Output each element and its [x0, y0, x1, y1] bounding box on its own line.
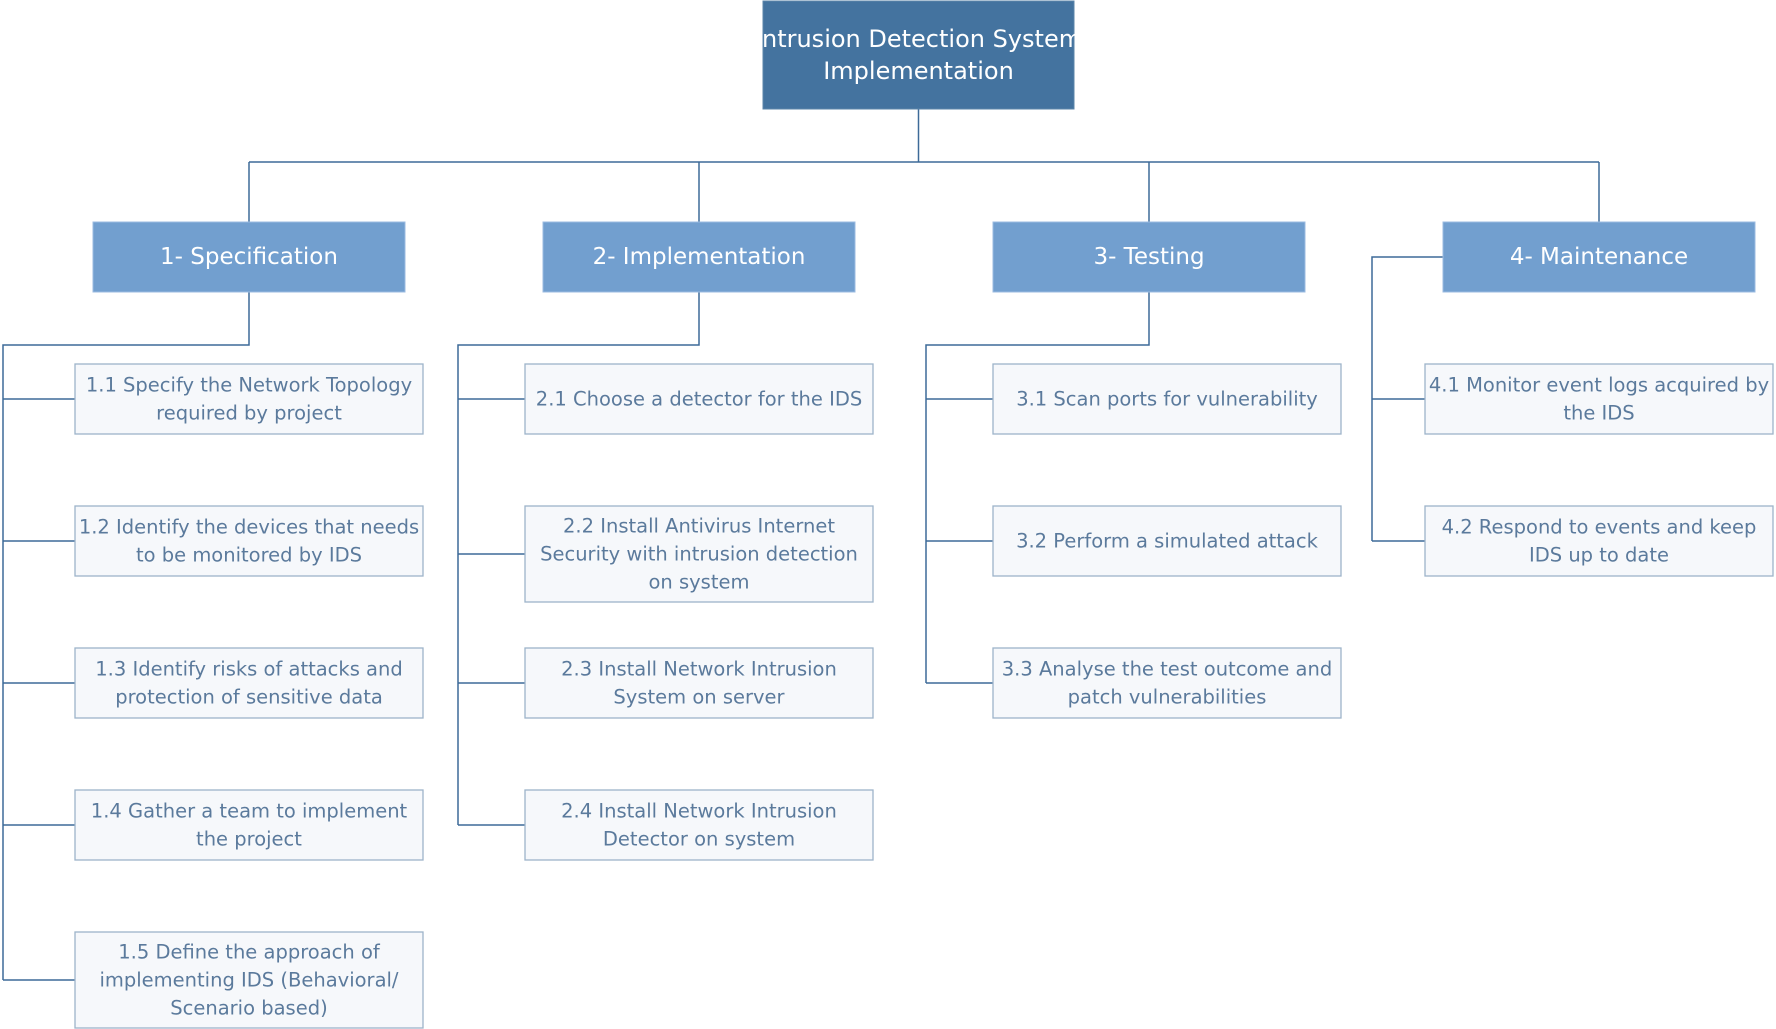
task-label: to be monitored by IDS	[136, 544, 362, 567]
task-label: on system	[649, 571, 750, 594]
task-label: Security with intrusion detection	[540, 543, 858, 566]
task-node-4-1: 4.1 Monitor event logs acquired by the ID…	[1424, 363, 1774, 435]
task-box	[74, 789, 424, 861]
task-label: 1.1 Specify the Network Topology	[86, 374, 412, 397]
task-box	[74, 931, 424, 1029]
task-label: 2.3 Install Network Intrusion	[561, 658, 837, 681]
task-box	[1424, 363, 1774, 435]
task-box	[74, 647, 424, 719]
task-trunk-2	[457, 292, 700, 825]
task-node-3-2: 3.2 Perform a simulated attack	[992, 505, 1342, 577]
task-trunk-4	[1371, 256, 1443, 541]
root-node-label: Intrusion Detection System	[755, 25, 1082, 53]
task-label: 1.5 Define the approach of	[118, 941, 381, 964]
task-label: implementing IDS (Behavioral/	[99, 969, 398, 992]
phase-node-4: 4- Maintenance	[1442, 221, 1756, 293]
connector-lines	[2, 109, 1600, 981]
phase-box	[992, 221, 1306, 293]
task-label: 3.1 Scan ports for vulnerability	[1016, 388, 1318, 411]
task-node-1-4: 1.4 Gather a team to implement the projec…	[74, 789, 424, 861]
phase-node-1: 1- Specification	[92, 221, 406, 293]
task-label: 1.2 Identify the devices that needs	[79, 516, 419, 539]
task-label: 2.1 Choose a detector for the IDS	[536, 388, 862, 411]
task-box	[524, 647, 874, 719]
task-box	[74, 363, 424, 435]
task-box	[992, 363, 1342, 435]
task-node-1-3: 1.3 Identify risks of attacks and protect…	[74, 647, 424, 719]
phase-box	[1442, 221, 1756, 293]
task-box	[524, 363, 874, 435]
root-node-label: Implementation	[823, 57, 1014, 85]
task-label: patch vulnerabilities	[1068, 686, 1267, 709]
phase-node-3: 3- Testing	[992, 221, 1306, 293]
diagram-boxes: Intrusion Detection SystemImplementation…	[74, 0, 1774, 1029]
root-node-box	[762, 0, 1075, 110]
task-label: System on server	[613, 686, 785, 709]
task-label: Detector on system	[603, 828, 795, 851]
task-box	[524, 505, 874, 603]
phase-box	[92, 221, 406, 293]
task-node-2-1: 2.1 Choose a detector for the IDS	[524, 363, 874, 435]
task-label: 2.4 Install Network Intrusion	[561, 800, 837, 823]
task-label: protection of sensitive data	[115, 686, 383, 709]
task-box	[524, 789, 874, 861]
task-label: 2.2 Install Antivirus Internet	[563, 515, 835, 538]
task-label: 4.2 Respond to events and keep	[1442, 516, 1757, 539]
task-box	[992, 647, 1342, 719]
task-label: IDS up to date	[1529, 544, 1669, 567]
task-label: Scenario based)	[170, 997, 327, 1020]
task-label: 3.3 Analyse the test outcome and	[1002, 658, 1332, 681]
task-node-3-3: 3.3 Analyse the test outcome and patch vu…	[992, 647, 1342, 719]
task-label: 4.1 Monitor event logs acquired by	[1429, 374, 1769, 397]
task-node-1-5: 1.5 Define the approach of implementing I…	[74, 931, 424, 1029]
task-label: 1.4 Gather a team to implement	[91, 800, 408, 823]
task-box	[74, 505, 424, 577]
task-label: the IDS	[1563, 402, 1634, 425]
task-box	[1424, 505, 1774, 577]
task-trunk-1	[2, 292, 250, 980]
task-label: 1.3 Identify risks of attacks and	[95, 658, 403, 681]
phase-node-2: 2- Implementation	[542, 221, 856, 293]
phase-label: 3- Testing	[1093, 244, 1204, 270]
task-trunk-3	[925, 292, 1150, 683]
task-label: required by project	[156, 402, 342, 425]
task-node-1-1: 1.1 Specify the Network Topology required…	[74, 363, 424, 435]
phase-label: 2- Implementation	[593, 244, 806, 270]
task-node-3-1: 3.1 Scan ports for vulnerability	[992, 363, 1342, 435]
phase-box	[542, 221, 856, 293]
task-label: the project	[196, 828, 302, 851]
phase-label: 4- Maintenance	[1510, 244, 1688, 270]
task-label: 3.2 Perform a simulated attack	[1016, 530, 1319, 553]
phase-label: 1- Specification	[160, 244, 338, 270]
task-node-1-2: 1.2 Identify the devices that needs to be…	[74, 505, 424, 577]
task-box	[992, 505, 1342, 577]
